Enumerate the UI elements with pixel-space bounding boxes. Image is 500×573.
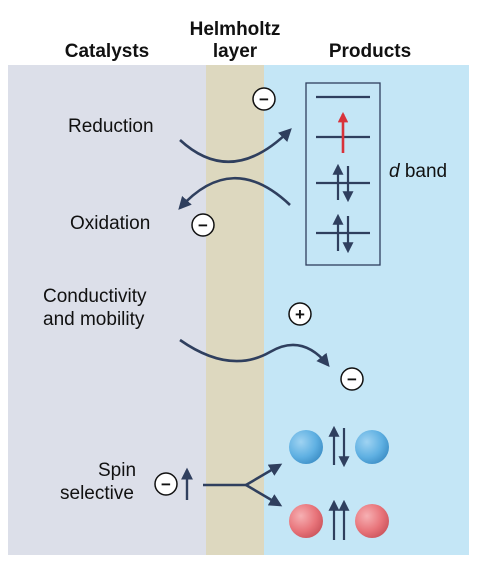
plus-charge-badge: + [288,302,312,326]
d-band-label-rest: band [400,161,448,182]
helmholtz-header-line1: Helmholtz [189,19,281,40]
spin-fork-upper-arrow [245,463,283,487]
spin-fork-lower-arrow [245,483,283,507]
oxidation-label: Oxidation [70,213,151,234]
red-sphere-right [355,504,389,538]
conductivity-label-line2: and mobility [43,309,145,330]
spin-label-line2: selective [60,483,134,504]
helmholtz-header-line2: layer [212,41,258,62]
charge-symbol: − [198,216,208,235]
spin-label-line1: Spin [98,460,137,481]
charge-symbol: − [161,475,171,494]
blue-sphere-left [289,430,323,464]
minus-charge-badge: − [191,213,215,237]
catalysts-header: Catalysts [64,41,150,62]
d-band-label: d band [389,161,447,182]
charge-symbol: + [295,305,305,324]
charge-symbol: − [259,90,269,109]
charge-symbol: − [347,370,357,389]
red-sphere-left [289,504,323,538]
conductivity-label-line1: Conductivity [43,286,147,307]
conductivity-arrow [179,338,330,368]
blue-sphere-right [355,430,389,464]
reduction-arrow [179,128,292,163]
products-header: Products [328,41,412,62]
minus-charge-badge: − [340,367,364,391]
reduction-label: Reduction [68,116,154,137]
catalysts-region [8,65,206,555]
oxidation-arrow [178,176,291,210]
minus-charge-badge: − [154,472,178,496]
d-band-label-italic: d [389,161,401,182]
d-band-box [305,82,381,266]
helmholtz-region [206,65,264,555]
minus-charge-badge: − [252,87,276,111]
